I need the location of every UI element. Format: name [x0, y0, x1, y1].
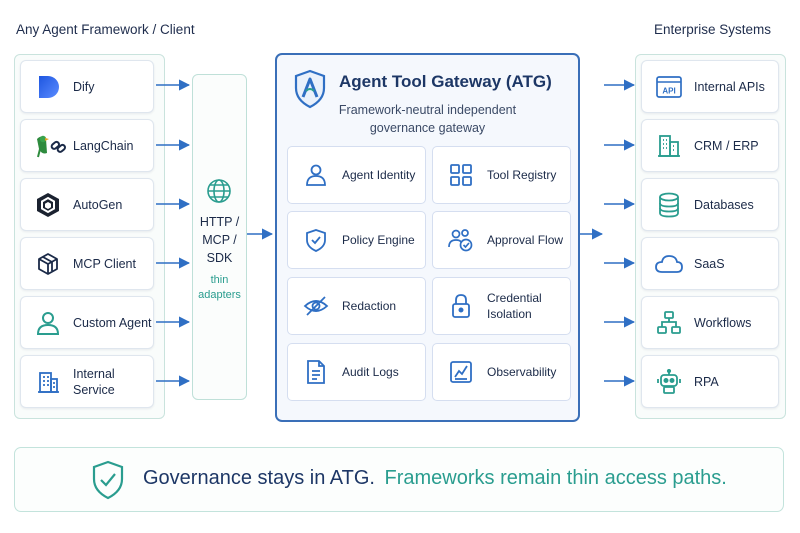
adapter-protocols: HTTP / MCP / SDK: [193, 213, 246, 267]
globe-icon: [205, 177, 233, 210]
framework-card-internal-service[interactable]: Internal Service: [20, 355, 154, 408]
atg-card-label-line: Observability: [487, 365, 557, 379]
framework-label: AutoGen: [73, 197, 123, 212]
adapter-protocol-line: SDK: [206, 251, 233, 265]
atg-subtitle: Framework-neutral independent governance…: [277, 101, 578, 137]
atg-card-label: Approval Flow: [487, 232, 563, 248]
atg-card-label: Credential Isolation: [487, 290, 542, 322]
api-icon: API: [654, 72, 684, 102]
atg-shield-logo-icon: [293, 69, 327, 114]
atg-subtitle-line: Framework-neutral independent: [338, 103, 517, 117]
system-label: SaaS: [694, 256, 725, 271]
system-card-crm-erp[interactable]: CRM / ERP: [641, 119, 779, 172]
framework-label: Dify: [73, 79, 95, 94]
atg-card-label-line: Redaction: [342, 299, 397, 313]
framework-label: Internal Service: [73, 366, 115, 397]
system-card-workflows[interactable]: Workflows: [641, 296, 779, 349]
atg-card-label-line: Policy Engine: [342, 233, 415, 247]
document-icon: [302, 358, 330, 386]
framework-card-mcp-client[interactable]: MCP Client: [20, 237, 154, 290]
atg-card-label-line: Tool Registry: [487, 168, 557, 182]
atg-subtitle-line: governance gateway: [369, 121, 486, 135]
atg-card-label-line: Audit Logs: [342, 365, 399, 379]
system-label: Databases: [694, 197, 754, 212]
framework-label: Custom Agent: [73, 315, 152, 330]
mcp-cube-icon: [33, 249, 63, 279]
adapter-column: HTTP / MCP / SDK thin adapters: [192, 74, 247, 400]
atg-card-label: Redaction: [342, 298, 396, 314]
dify-logo-icon: [33, 72, 63, 102]
atg-card-policy-engine[interactable]: Policy Engine: [287, 211, 426, 269]
atg-card-credential-isolation[interactable]: Credential Isolation: [432, 277, 571, 335]
atg-card-label: Tool Registry: [487, 167, 556, 183]
atg-card-label: Observability: [487, 364, 556, 380]
framework-card-autogen[interactable]: AutoGen: [20, 178, 154, 231]
atg-card-label-line: Isolation: [487, 307, 532, 321]
atg-card-label: Audit Logs: [342, 364, 399, 380]
workflow-icon: [654, 308, 684, 338]
langchain-parrot-icon: [33, 131, 69, 161]
atg-card-label-line: Agent Identity: [342, 168, 416, 182]
left-section-title: Any Agent Framework / Client: [16, 22, 195, 37]
approval-users-icon: [447, 226, 475, 254]
adapter-note-line: adapters: [198, 289, 241, 301]
atg-card-observability[interactable]: Observability: [432, 343, 571, 401]
atg-card-approval-flow[interactable]: Approval Flow: [432, 211, 571, 269]
shield-check-icon: [91, 460, 125, 505]
framework-label: LangChain: [73, 138, 134, 153]
database-icon: [654, 190, 684, 220]
system-card-saas[interactable]: SaaS: [641, 237, 779, 290]
system-card-rpa[interactable]: RPA: [641, 355, 779, 408]
autogen-hexagon-icon: [33, 190, 63, 220]
chart-icon: [447, 358, 475, 386]
right-section-title: Enterprise Systems: [654, 22, 772, 37]
enterprise-panel: API Internal APIs CRM / ERP Databases: [635, 54, 786, 419]
atg-gateway-box: Agent Tool Gateway (ATG) Framework-neutr…: [275, 53, 580, 422]
buildings-icon: [654, 131, 684, 161]
framework-card-langchain[interactable]: LangChain: [20, 119, 154, 172]
atg-card-label: Agent Identity: [342, 167, 415, 183]
framework-card-custom-agent[interactable]: Custom Agent: [20, 296, 154, 349]
framework-panel: Dify LangChain AutoGen: [14, 54, 165, 419]
adapter-note-line: thin: [210, 274, 229, 286]
framework-label: MCP Client: [73, 256, 136, 271]
footer-banner: Governance stays in ATG. Frameworks rema…: [14, 447, 784, 512]
footer-part1: Governance stays in ATG.: [143, 467, 375, 489]
grid-icon: [447, 161, 475, 189]
lock-icon: [447, 292, 475, 320]
footer-message: Governance stays in ATG. Frameworks rema…: [143, 467, 727, 490]
eye-icon: [302, 292, 330, 320]
cloud-icon: [654, 249, 684, 279]
api-icon-text: API: [662, 86, 675, 95]
building-icon: [33, 367, 63, 397]
atg-card-label-line: Credential: [487, 291, 542, 305]
adapter-note: thin adapters: [193, 273, 246, 303]
robot-icon: [654, 367, 684, 397]
atg-title: Agent Tool Gateway (ATG): [339, 72, 552, 91]
system-card-internal-apis[interactable]: API Internal APIs: [641, 60, 779, 113]
system-label: CRM / ERP: [694, 138, 759, 153]
system-label: RPA: [694, 374, 719, 389]
adapter-protocol-line: MCP /: [202, 233, 237, 247]
shield-check-icon: [302, 226, 330, 254]
system-label: Workflows: [694, 315, 752, 330]
atg-card-label-line: Approval Flow: [487, 233, 564, 247]
atg-card-redaction[interactable]: Redaction: [287, 277, 426, 335]
footer-part2: Frameworks remain thin access paths.: [384, 467, 727, 489]
system-card-databases[interactable]: Databases: [641, 178, 779, 231]
system-label: Internal APIs: [694, 79, 765, 94]
atg-card-label: Policy Engine: [342, 232, 415, 248]
atg-card-audit-logs[interactable]: Audit Logs: [287, 343, 426, 401]
person-icon: [33, 308, 63, 338]
atg-card-tool-registry[interactable]: Tool Registry: [432, 146, 571, 204]
atg-card-agent-identity[interactable]: Agent Identity: [287, 146, 426, 204]
adapter-protocol-line: HTTP /: [199, 215, 240, 229]
user-icon: [302, 161, 330, 189]
framework-card-dify[interactable]: Dify: [20, 60, 154, 113]
